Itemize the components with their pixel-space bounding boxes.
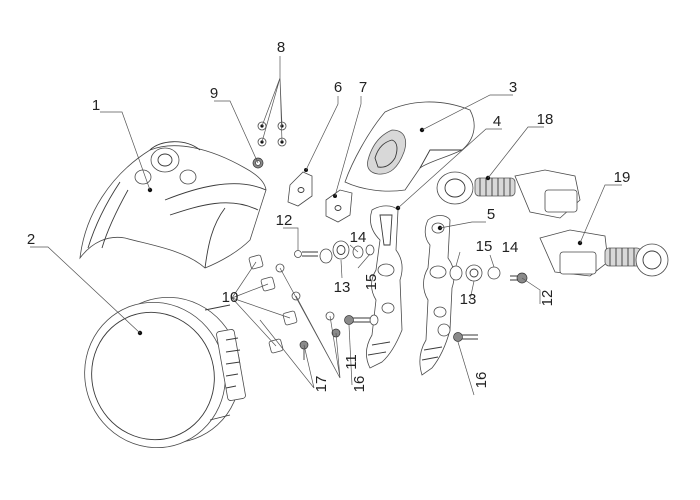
callout-10: 10: [222, 289, 239, 306]
callout-19: 19: [614, 169, 631, 186]
part-clips-10: [248, 254, 298, 354]
callout-1: 1: [92, 97, 100, 114]
leader-lines: [30, 56, 622, 396]
callout-4: 4: [493, 113, 501, 130]
callout-labels: 1 2 3 4 5 6 7 8 9 10 11 12 12 13 13 14 1…: [27, 39, 631, 392]
callout-15-right: 15: [476, 238, 493, 255]
part-upper-cover: [344, 101, 475, 192]
callout-9: 9: [210, 85, 218, 102]
callout-14-left: 14: [350, 229, 367, 246]
part-right-bracket: [419, 215, 455, 376]
part-bushings-15: [365, 244, 463, 281]
part-small-bracket-6: [287, 168, 313, 207]
part-turn-signal-19: [539, 229, 669, 277]
part-screws-11: [275, 263, 341, 338]
callout-17: 17: [313, 376, 330, 393]
part-spacers-13: [319, 240, 483, 282]
callout-18: 18: [537, 111, 554, 128]
callout-11: 11: [343, 354, 360, 370]
callout-3: 3: [509, 79, 517, 96]
callout-7: 7: [359, 79, 367, 96]
callout-16-left: 16: [351, 376, 368, 393]
part-washers-14: [352, 245, 501, 280]
callout-16-right: 16: [473, 372, 490, 389]
callout-15-left: 15: [363, 274, 380, 291]
part-bolts-16: [344, 314, 478, 342]
part-small-bracket-7: [325, 189, 353, 223]
part-headlight-lamp: [84, 296, 246, 449]
callout-14-right: 14: [502, 239, 519, 256]
callout-13-right: 13: [460, 291, 477, 308]
callout-13-left: 13: [334, 279, 351, 296]
part-headlight-cowl: [79, 141, 267, 269]
callout-2: 2: [27, 231, 35, 248]
callout-5: 5: [487, 206, 495, 223]
part-turn-signal-18: [436, 169, 581, 219]
callout-12-right: 12: [539, 290, 556, 307]
callout-6: 6: [334, 79, 342, 96]
callout-8: 8: [277, 39, 285, 56]
callout-12-left: 12: [276, 212, 293, 229]
